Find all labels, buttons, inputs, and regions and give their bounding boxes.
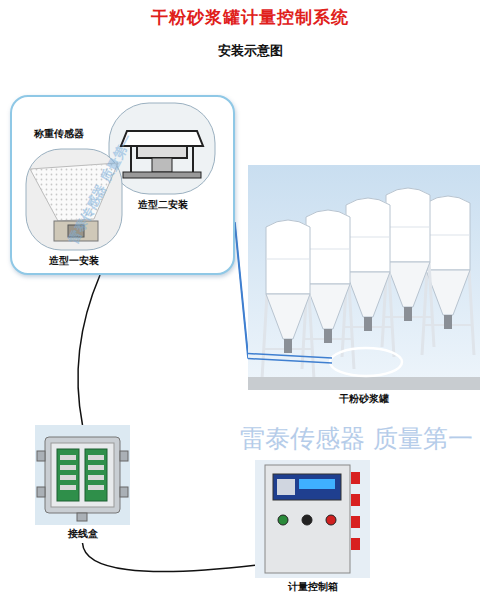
frame-bar <box>192 146 194 172</box>
node-label: 接线盒 <box>35 527 130 541</box>
terminal-board <box>85 449 107 501</box>
terminal-board <box>57 449 79 501</box>
silo-photo <box>248 165 480 390</box>
indicator-light <box>351 516 360 528</box>
display-panel <box>273 474 341 500</box>
leader-line <box>248 354 332 359</box>
box-inner <box>51 443 114 507</box>
load-cell <box>137 146 187 158</box>
connector <box>235 222 248 359</box>
terminal <box>60 475 76 480</box>
indicator-light <box>351 494 360 506</box>
base-plate <box>123 172 201 178</box>
node-label: 造型二安装 <box>107 198 219 212</box>
lcd-screen <box>299 479 335 489</box>
connector <box>83 543 256 572</box>
cable-gland <box>37 451 45 461</box>
terminal <box>60 465 76 470</box>
terminal <box>88 465 104 470</box>
control-photo <box>255 460 370 578</box>
terminal <box>88 475 104 480</box>
node-label: 造型一安装 <box>24 254 124 268</box>
title-text: 干粉砂浆罐计量控制系统 <box>0 6 500 29</box>
terminal <box>88 485 104 490</box>
sensor-panel: 称重传感器 造型二安装 造型一安装 <box>10 95 235 275</box>
photo-background <box>255 460 370 578</box>
node-label: 称重传感器 <box>34 127 84 141</box>
indicator-light <box>351 538 360 550</box>
subtitle-text: 安装示意图 <box>0 42 500 60</box>
silo-box: 干粉砂浆罐 <box>248 165 480 410</box>
box-body <box>45 437 120 513</box>
sky-background <box>248 165 480 390</box>
connector <box>78 275 100 425</box>
connector-line <box>78 275 100 425</box>
leader-line <box>248 359 332 364</box>
button <box>278 515 288 525</box>
terminal <box>88 455 104 460</box>
connector-line <box>83 543 256 572</box>
connector-line <box>235 227 248 359</box>
terminal <box>60 485 76 490</box>
button <box>302 515 312 525</box>
cable-gland <box>120 487 128 497</box>
cable-gland <box>37 487 45 497</box>
junction-box: 接线盒 <box>35 425 130 543</box>
junction-photo <box>35 425 130 525</box>
indicator-light <box>351 472 360 484</box>
cable-gland <box>77 513 87 521</box>
highlight-ellipse <box>330 348 402 376</box>
cable-gland <box>120 451 128 461</box>
cell-post <box>152 158 172 172</box>
cabinet-body <box>265 465 350 573</box>
node-label: 计量控制箱 <box>255 580 370 594</box>
terminal <box>60 455 76 460</box>
ground <box>248 377 480 390</box>
watermark-text: 雷泰传感器 质量第一 <box>240 422 473 455</box>
node-label: 干粉砂浆罐 <box>248 392 480 406</box>
button <box>326 515 336 525</box>
keypad <box>277 479 295 495</box>
control-box: 计量控制箱 <box>255 460 370 595</box>
photo-background <box>35 425 130 525</box>
